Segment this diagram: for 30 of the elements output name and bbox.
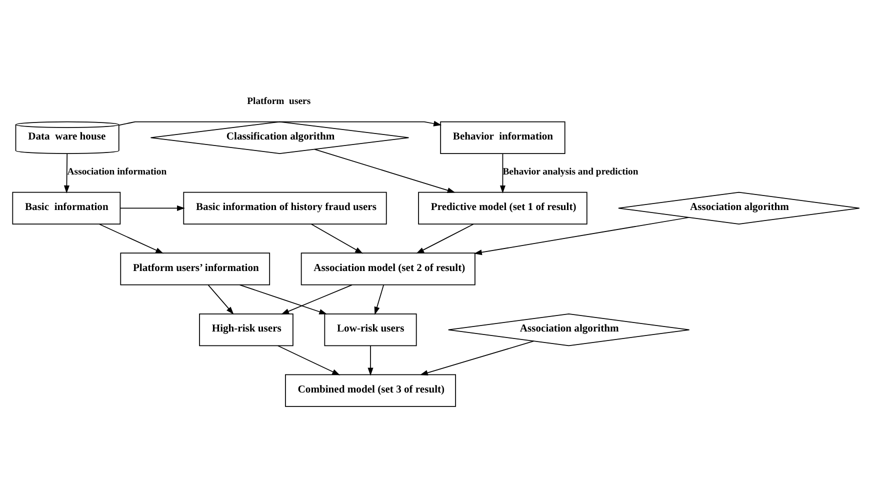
- edge-label: Behavior analysis and prediction: [502, 166, 638, 177]
- node-box: Low-risk users: [324, 312, 417, 346]
- node-box: Platform users’ information: [120, 252, 270, 285]
- arrow: [208, 284, 234, 314]
- arrow: [420, 340, 534, 375]
- arrow: [64, 152, 70, 193]
- node-box: Association model (set 2 of result): [300, 252, 476, 285]
- node-diamond: Association algorithm: [448, 312, 690, 346]
- node-box: High-risk users: [199, 312, 294, 346]
- arrow: [281, 284, 352, 314]
- arrow: [310, 223, 364, 254]
- arrow: [416, 223, 474, 254]
- node-diamond: Classification algorithm: [150, 120, 410, 154]
- arrow: [118, 120, 442, 126]
- arrow: [120, 204, 185, 210]
- arrow: [239, 284, 328, 314]
- arrow: [98, 223, 164, 254]
- node-box: Combined model (set 3 of result): [285, 374, 456, 406]
- arrow: [368, 344, 374, 376]
- node-box: Behavior information: [440, 120, 566, 154]
- arrow: [314, 148, 456, 192]
- node-box: Basic information of history fraud users: [183, 191, 387, 224]
- edge-label: Platform users: [247, 95, 311, 106]
- node-box: Basic information: [12, 191, 121, 224]
- arrow: [500, 152, 506, 193]
- node-box: Predictive model (set 1 of result): [418, 191, 588, 224]
- arrow: [277, 344, 340, 375]
- arrow: [474, 216, 690, 255]
- node-diamond: Association algorithm: [618, 191, 860, 224]
- arrow: [374, 284, 384, 314]
